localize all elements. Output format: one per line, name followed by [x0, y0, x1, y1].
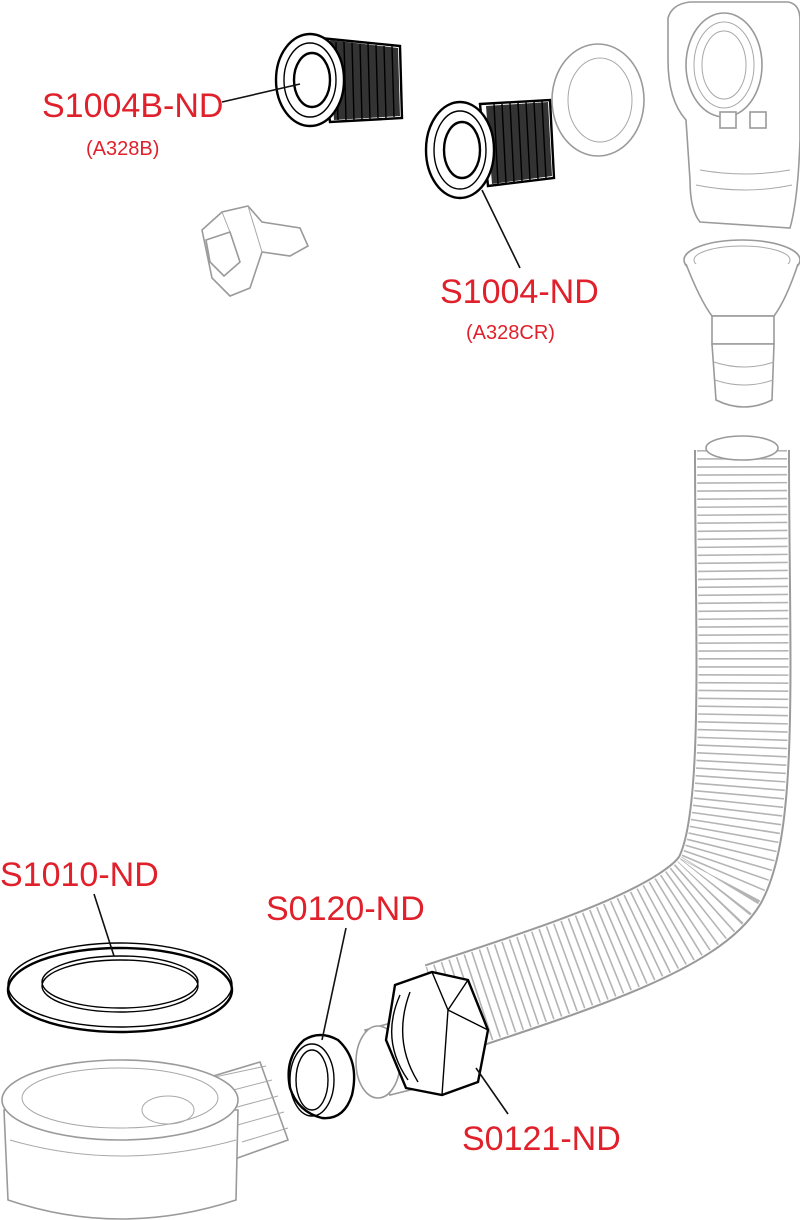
overflow-screw-black-part [274, 32, 404, 128]
label-s1004-code: S1004-ND [440, 273, 599, 311]
union-nut-part [355, 970, 490, 1099]
hose-adapter [683, 239, 800, 408]
waste-drain-body [1, 1059, 290, 1220]
leader-s0121 [475, 1067, 509, 1115]
overflow-elbow-housing [667, 1, 800, 229]
overflow-screw-chrome-part [424, 98, 556, 200]
leader-s0120 [321, 927, 347, 1041]
label-s0120-code: S0120-ND [266, 890, 425, 928]
leader-s1004 [481, 189, 521, 269]
leader-s1004b [221, 83, 301, 103]
o-ring-part [287, 1033, 356, 1120]
label-s1010-code: S1010-ND [0, 856, 159, 894]
gasket-part [6, 942, 234, 1034]
overflow-gasket-ring [551, 43, 645, 157]
corrugated-hose [424, 435, 792, 1056]
label-s1004b-alt: (A328B) [86, 138, 159, 160]
label-s1004-alt: (A328CR) [466, 322, 555, 344]
label-s0121-code: S0121-ND [462, 1120, 621, 1158]
label-s1004b-code: S1004B-ND [42, 87, 223, 125]
leader-s1010 [93, 893, 115, 957]
coupling-clip [201, 205, 310, 297]
